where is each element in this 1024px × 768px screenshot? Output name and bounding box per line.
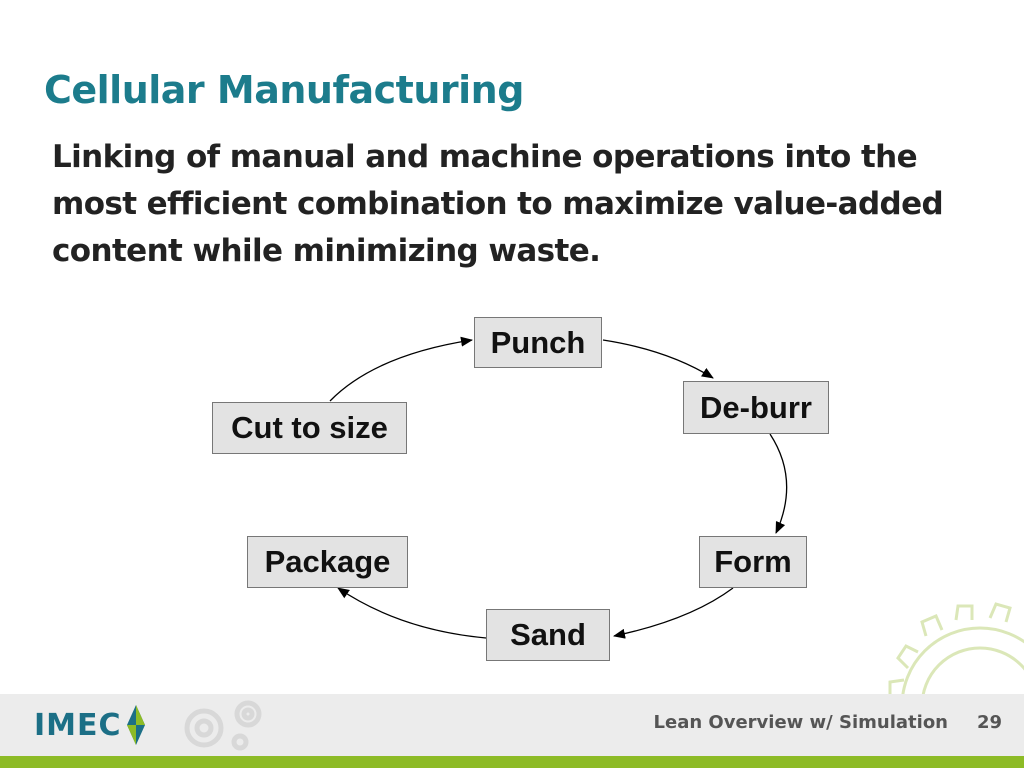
edge-sand-to-package [337,587,487,639]
edge-form-to-sand [613,587,734,639]
footer-bar [0,694,1024,756]
footer-caption: Lean Overview w/ Simulation [653,712,948,733]
page-number: 29 [976,712,1002,733]
node-label: Punch [490,324,586,360]
gears-decoration-icon [184,700,262,751]
edge-punch-to-deburr [602,339,714,379]
slide-title: Cellular Manufacturing [44,68,524,112]
edge-deburr-to-form [769,433,788,534]
node-package: Package [247,536,408,588]
edge-cut-to-punch [329,336,473,402]
footer-stripe [0,756,1024,768]
slide-subtitle: Linking of manual and machine operations… [52,139,944,269]
node-label: Cut to size [231,410,388,445]
node-cut-to-size: Cut to size [212,402,407,454]
node-label: Sand [510,617,586,652]
node-label: Package [264,544,391,579]
node-deburr: De-burr [683,381,829,434]
node-punch: Punch [474,317,602,368]
imec-logo: IMEC [34,703,147,747]
node-sand: Sand [486,609,610,661]
diamond-logo-icon [126,705,145,745]
logo-text: IMEC [34,707,122,743]
node-label: Form [714,544,792,579]
node-form: Form [699,536,807,588]
gear-outline-icon [888,602,1024,696]
node-label: De-burr [700,389,812,425]
